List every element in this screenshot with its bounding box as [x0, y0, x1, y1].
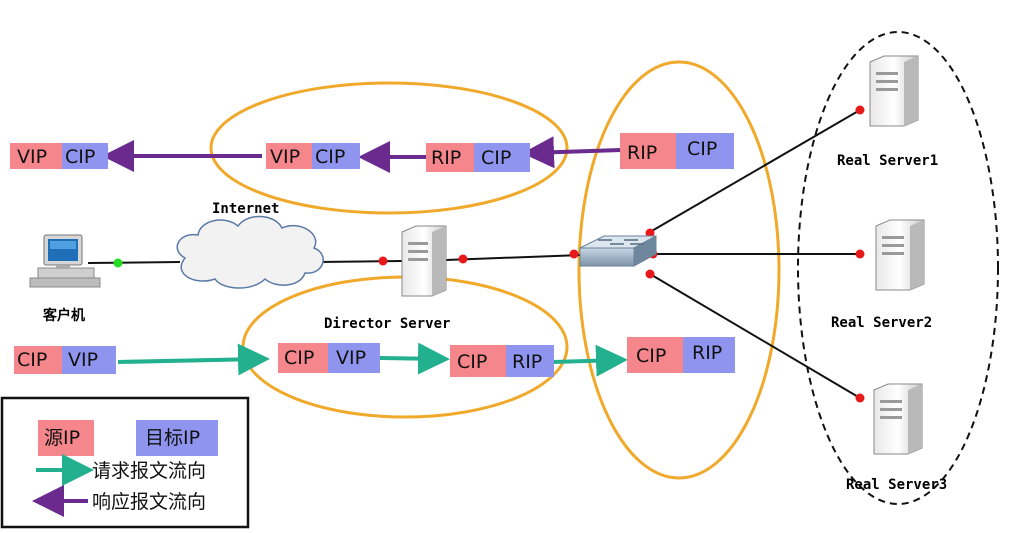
packet-src: VIP — [17, 146, 47, 168]
response-packet: VIP CIP — [266, 143, 360, 169]
server-icon — [875, 219, 925, 291]
packet-dst: CIP — [687, 138, 717, 160]
legend-source-label: 源IP — [44, 427, 80, 449]
real-server-group-ellipse — [797, 31, 999, 505]
packet-dst: CIP — [65, 146, 95, 168]
packet-src: RIP — [431, 147, 461, 169]
legend: 源IP 目标IP 请求报文流向 响应报文流向 — [0, 396, 250, 529]
switch-port-dot — [569, 249, 579, 259]
computer-icon — [29, 234, 101, 288]
client-label: 客户机 — [42, 307, 85, 324]
request-arrow — [117, 343, 270, 376]
packet-src: CIP — [457, 351, 487, 373]
response-packet: RIP CIP — [426, 143, 530, 172]
request-packet: CIP RIP — [627, 337, 735, 373]
packet-dst: VIP — [336, 347, 366, 369]
server-port-dot — [855, 393, 865, 403]
switch-port-dot — [645, 228, 655, 238]
packet-src: CIP — [284, 347, 314, 369]
director-port-dot — [378, 256, 388, 266]
packet-dst: VIP — [68, 349, 98, 371]
legend-request-label: 请求报文流向 — [92, 460, 206, 482]
packet-dst: CIP — [315, 146, 345, 168]
cloud-icon — [176, 215, 324, 289]
legend-response-label: 响应报文流向 — [92, 491, 206, 513]
server-port-dot — [855, 249, 865, 259]
real-server-1-label: Real Server1 — [837, 153, 938, 169]
packet-src: CIP — [636, 345, 666, 367]
server-icon — [873, 383, 923, 455]
request-arrow — [552, 344, 628, 377]
internet-label: Internet — [212, 201, 279, 217]
response-arrows — [102, 136, 622, 173]
client-port-dot — [113, 258, 123, 268]
request-packet: CIP RIP — [450, 345, 554, 377]
packet-dst: RIP — [692, 342, 722, 364]
response-highlight-ellipse — [209, 81, 569, 215]
switch-port-dot — [645, 269, 655, 279]
packet-src: VIP — [270, 146, 300, 168]
real-server-2-label: Real Server2 — [831, 315, 932, 331]
switch-icon — [579, 235, 657, 267]
director-port-dot — [458, 254, 468, 264]
server-icon — [869, 55, 919, 127]
packet-src: CIP — [17, 349, 47, 371]
server-port-dot — [855, 105, 865, 115]
legend-target-label: 目标IP — [145, 427, 200, 449]
request-arrows — [117, 342, 628, 377]
director-server-label: Director Server — [324, 316, 450, 332]
response-packet: VIP CIP — [10, 143, 108, 169]
request-arrow — [379, 342, 450, 375]
real-server-3-label: Real Server3 — [846, 477, 947, 493]
request-packet: CIP VIP — [278, 343, 380, 373]
request-packet: CIP VIP — [14, 346, 116, 374]
response-arrow — [522, 136, 622, 169]
network-links — [87, 109, 862, 399]
packet-dst: RIP — [512, 351, 542, 373]
server-icon — [401, 225, 447, 297]
switch-highlight-ellipse — [577, 60, 781, 480]
response-packet: RIP CIP — [620, 133, 734, 169]
packet-src: RIP — [627, 142, 657, 164]
packet-dst: CIP — [481, 147, 511, 169]
